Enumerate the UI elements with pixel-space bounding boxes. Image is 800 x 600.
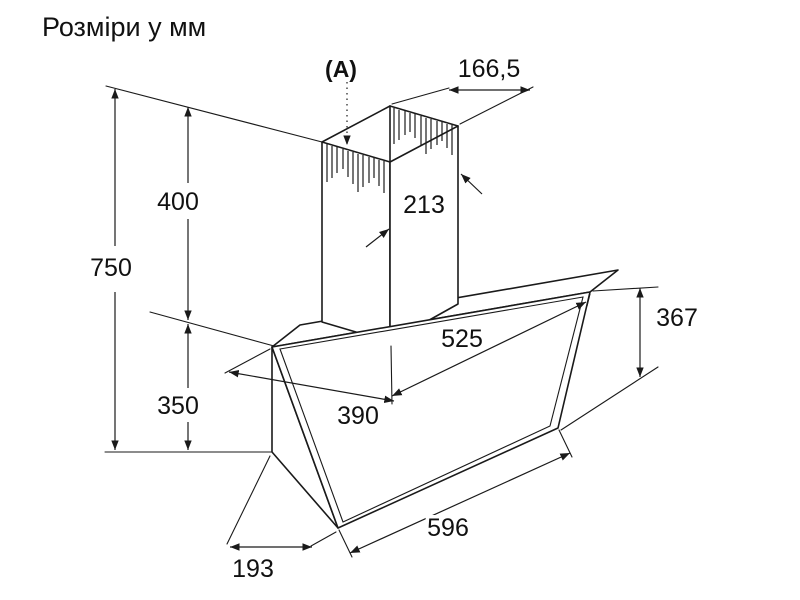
dim-lower-height: 350 xyxy=(157,392,199,420)
dim-panel-width: 596 xyxy=(427,514,469,542)
dim-body-width: 525 xyxy=(441,325,483,353)
dim-panel-height: 367 xyxy=(656,304,698,332)
page-title: Розміри у мм xyxy=(42,12,206,42)
dim-upper-height: 400 xyxy=(157,188,199,216)
chimney-hatching-left xyxy=(326,144,385,193)
dimension-lines xyxy=(111,82,644,554)
chimney-duct-outline xyxy=(321,105,459,343)
chimney-hatching-right xyxy=(393,108,453,155)
section-marker-a: (A) xyxy=(325,56,357,82)
dim-chimney-top-depth: 166,5 xyxy=(458,55,521,83)
dim-total-height: 750 xyxy=(90,254,132,282)
dim-bottom-depth: 193 xyxy=(232,555,274,583)
dim-mount-width: 390 xyxy=(337,402,379,430)
dim-chimney-width: 213 xyxy=(403,191,445,219)
